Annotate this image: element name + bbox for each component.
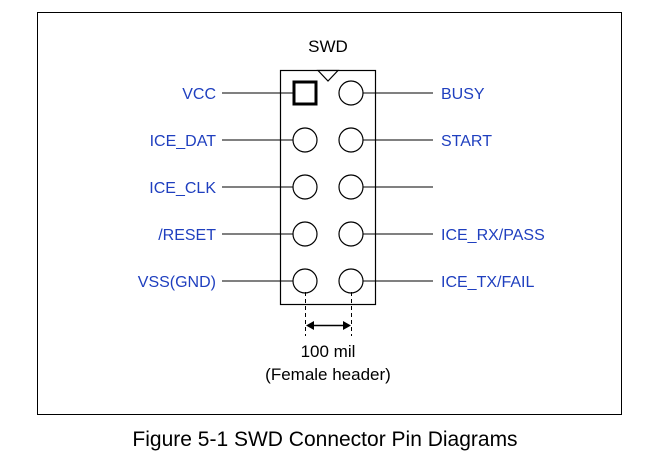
pin-1-square (292, 80, 318, 106)
pin-label-left: ICE_DAT (150, 133, 217, 150)
pin-label-left: /RESET (158, 227, 216, 244)
pin-label-right: START (441, 133, 492, 150)
pin1-key-triangle (316, 69, 340, 82)
pin-group: VCC BUSY ICE_DAT START ICE_CLK/RESET ICE_RX/P… (138, 80, 545, 294)
pin-left (292, 127, 318, 153)
pin-right (338, 127, 364, 153)
pin-left (292, 221, 318, 247)
dimension-arrowhead-right (343, 321, 351, 330)
pin-left (292, 268, 318, 294)
pin-right (338, 174, 364, 200)
pin-label-right: BUSY (441, 86, 485, 103)
figure-frame (37, 12, 622, 415)
dimension-arrowhead-left (306, 321, 314, 330)
pin-label-left: VCC (182, 86, 216, 103)
dimension-label: 100 mil (301, 342, 356, 361)
pin-label-right: ICE_TX/FAIL (441, 274, 534, 291)
connector-type-label: (Female header) (265, 365, 391, 384)
figure-caption: Figure 5-1 SWD Connector Pin Diagrams (132, 428, 518, 451)
pin-label-right: ICE_RX/PASS (441, 227, 545, 244)
pin-right (338, 221, 364, 247)
pin-right (338, 80, 364, 106)
pin-label-left: VSS(GND) (138, 274, 216, 291)
pin-left (292, 174, 318, 200)
pin-label-left: ICE_CLK (149, 180, 216, 197)
pin-right (338, 268, 364, 294)
header-title: SWD (308, 37, 348, 56)
